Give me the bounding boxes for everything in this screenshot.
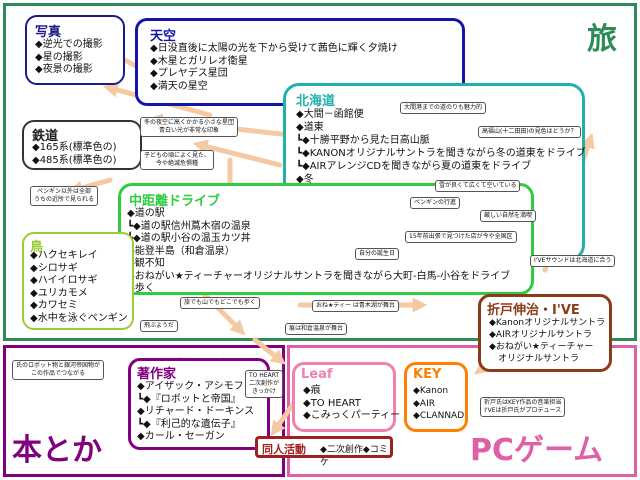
birds-list: ◆ハクセキレイ ◆シロサギ ◆ハイイロサギ ◆ユリカモメ ◆カワセミ ◆水中を泳… — [30, 250, 128, 325]
railway-box: 鉄道 ◆165系(標準色の) ◆485系(標準色の) — [22, 120, 142, 170]
note-toheart: TO HEART 二次創作が きっかけ — [245, 370, 284, 398]
note-railway: 子どもの頃によく見た、 今や絶滅危惧種 — [140, 150, 215, 170]
leaf-box: Leaf ◆痕 ◆TO HEART ◆こみっくパーティー — [292, 362, 400, 432]
note-walk: 旅でも山でもどこでも歩く — [180, 297, 260, 309]
key-title: KEY — [413, 367, 442, 382]
list-item: ┗◆『利己的な遺伝子』 — [137, 418, 241, 430]
key-list: ◆Kanon ◆AIR ◆CLANNAD — [413, 385, 464, 423]
hokkaido-title: 北海道 — [296, 94, 336, 109]
list-item: ◆TO HEART — [303, 397, 361, 409]
note-aokiko: おね★ティー は青木湖が舞台 — [312, 300, 399, 312]
list-item: ◆星の撮影 — [35, 51, 83, 63]
note-birds-penguin: ペンギン以外は全部 うちの近所で見られる — [30, 186, 99, 206]
note-birthday: 自分の誕生日 — [355, 248, 400, 260]
list-item: ◆観不知 — [127, 258, 165, 269]
doujin-box: 同人活動 ◆二次創作◆コミケ — [255, 436, 393, 468]
list-item: ◆おねがい★ティーチャーオリジナルサントラを聞きながら大町‐白馬‐小谷をドライブ — [127, 270, 511, 282]
list-item: ◆165系(標準色の) — [32, 142, 117, 153]
list-item: ◆485系(標準色の) — [32, 154, 117, 166]
note-penguin-walk: ペンギンの行進 — [410, 197, 461, 209]
key-box: KEY ◆Kanon ◆AIR ◆CLANNAD — [404, 362, 468, 432]
note-key-music: 折戸氏はKEY作品の音楽担当 I'VEは折戸氏がプロデュース — [480, 397, 566, 417]
list-item: ◆AIRオリジナルサントラ — [489, 330, 592, 340]
list-item: ◆アイザック・アシモフ — [137, 381, 244, 392]
list-item: ◆Kanon — [413, 386, 449, 396]
photo-box: 写真 ◆逆光での撮影 ◆星の撮影 ◆夜景の撮影 — [25, 15, 125, 85]
list-item: ◆日没直後に太陽の光を下から受けて茜色に輝く夕焼け — [150, 43, 398, 54]
list-item: ◆能登半島（和倉温泉） — [127, 245, 235, 257]
list-item: ◆歩く — [127, 283, 155, 294]
note-ive-hokkaido: I'VEサウンドは北海道に合う — [530, 255, 616, 267]
list-item: ◆プレヤデス星団 — [150, 68, 228, 79]
list-item: ◆道東 — [296, 122, 324, 133]
list-item: ◆カール・セーガン — [137, 431, 225, 442]
list-item: ◆大間－函館便 — [296, 109, 364, 120]
orito-list: ◆Kanonオリジナルサントラ ◆AIRオリジナルサントラ ◆おねがい★ティーチ… — [489, 317, 605, 365]
orito-box: 折戸伸治・I'VE ◆Kanonオリジナルサントラ ◆AIRオリジナルサントラ … — [478, 294, 612, 372]
writers-title: 著作家 — [137, 367, 177, 382]
birds-box: 鳥 ◆ハクセキレイ ◆シロサギ ◆ハイイロサギ ◆ユリカモメ ◆カワセミ ◆水中… — [22, 232, 134, 330]
travel-region — [3, 3, 637, 341]
list-item: ◆Kanonオリジナルサントラ — [489, 318, 606, 328]
photo-title: 写真 — [35, 25, 62, 40]
arrow-leaf — [252, 337, 286, 365]
drive-box: 中距離ドライブ ◆道の駅 ┗◆道の駅信州蔦木宿の温泉 ┗◆道の駅小谷の温玉カツ丼… — [118, 183, 534, 295]
list-item: ◆リチャード・ドーキンス — [137, 406, 255, 417]
sky-list: ◆日没直後に太陽の光を下から受けて茜色に輝く夕焼け ◆木星とガリレオ衛星 ◆プレ… — [150, 43, 398, 93]
books-region — [3, 345, 285, 477]
list-item: ◆逆光での撮影 — [35, 39, 103, 50]
orito-title: 折戸伸治・I'VE — [487, 303, 580, 318]
list-item: ┗◆KANONオリジナルサントラを聞きながら冬の道東をドライブ — [296, 148, 586, 159]
note-kizuato: 痕は和倉温泉が舞台 — [285, 323, 348, 335]
drive-list: ◆道の駅 ┗◆道の駅信州蔦木宿の温泉 ┗◆道の駅小谷の温玉カツ丼 ◆能登半島（和… — [127, 208, 510, 296]
sky-title: 天空 — [150, 29, 177, 44]
list-item: ◆カワセミ — [30, 300, 78, 311]
arrow-hokkaido-rail — [192, 139, 283, 168]
list-item: ┗◆道の駅小谷の温玉カツ丼 — [127, 233, 251, 244]
list-item: ◆ハクセキレイ — [30, 250, 98, 261]
list-item: ◆道の駅 — [127, 208, 165, 219]
list-item: ┗◆道の駅信州蔦木宿の温泉 — [127, 220, 251, 232]
note-santoka: 15年前出張で見つけた店が今や全国区 — [405, 231, 517, 243]
writers-list: ◆アイザック・アシモフ ┗◆『ロボットと帝国』 ◆リチャード・ドーキンス ┗◆『… — [137, 381, 254, 444]
list-item: ◆こみっくパーティー — [303, 410, 401, 421]
leaf-list: ◆痕 ◆TO HEART ◆こみっくパーティー — [303, 385, 400, 423]
list-item: オリジナルサントラ — [489, 354, 580, 364]
list-item: ◆木星とガリレオ衛星 — [150, 55, 248, 67]
doujin-text: ◆二次創作◆コミケ — [320, 445, 388, 468]
list-item: ◆満天の星空 — [150, 80, 208, 92]
note-hidaka: 高福山(十二田田)の見色はどうか？ — [478, 126, 581, 138]
travel-label: 旅 — [587, 22, 617, 57]
doujin-title: 同人活動 — [262, 443, 306, 456]
books-label: 本とか — [12, 433, 102, 468]
railway-list: ◆165系(標準色の) ◆485系(標準色の) — [32, 142, 117, 167]
note-sky-star: 冬の夜空に高くかかる小さな星団 青白い光が非常な印象 — [140, 117, 239, 137]
list-item: ◆冬 — [296, 174, 314, 185]
list-item: ◆夜景の撮影 — [35, 64, 93, 75]
note-nature: 厳しい自然を満喫 — [480, 210, 537, 222]
drive-title: 中距離ドライブ — [129, 194, 221, 209]
note-robot: 氏のロボット物と銀河帝国物が この作品でつながる — [12, 360, 105, 380]
list-item: ◆ユリカモメ — [30, 287, 88, 299]
note-furano: 雪が良くて広くて空いている — [435, 180, 521, 192]
list-item: ◆ハイイロサギ — [30, 275, 98, 286]
note-oma: 大間港までの道のりも魅力的 — [400, 102, 487, 114]
list-item: ◆水中を泳ぐペンギン — [30, 312, 128, 324]
photo-list: ◆逆光での撮影 ◆星の撮影 ◆夜景の撮影 — [35, 39, 103, 77]
leaf-title: Leaf — [301, 367, 333, 382]
list-item: ◆シロサギ — [30, 262, 78, 274]
list-item: ┗◆十勝平野から見た日高山脈 — [296, 135, 430, 146]
pc-label: PCゲーム — [470, 433, 604, 468]
note-fly: 飛ぶようだ — [140, 320, 179, 332]
list-item: ◆CLANNAD — [413, 411, 465, 421]
list-item: ◆おねがい★ティーチャー — [489, 342, 594, 352]
railway-title: 鉄道 — [32, 129, 59, 144]
list-item: ◆痕 — [303, 385, 321, 396]
list-item: ┗◆『ロボットと帝国』 — [137, 393, 241, 405]
birds-title: 鳥 — [30, 240, 44, 255]
list-item: ┗◆AIRアレンジCDを聞きながら夏の道東をドライブ — [296, 161, 532, 172]
list-item: ◆AIR — [413, 398, 435, 409]
